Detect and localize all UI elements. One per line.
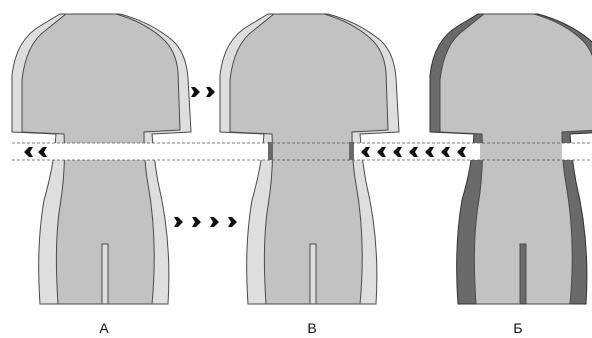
- label-a: А: [99, 320, 109, 336]
- arrow-right-icon: [206, 87, 215, 97]
- figure-v-waist-right: [349, 143, 354, 160]
- arrow-right-icon: [228, 217, 237, 227]
- figure-v-waist-left: [268, 143, 273, 160]
- arrow-right-icon: [210, 217, 219, 227]
- label-b: Б: [513, 320, 522, 336]
- arrow-right-icon: [174, 217, 183, 227]
- arrow-right-icon: [191, 87, 200, 97]
- label-v: В: [307, 320, 316, 336]
- figure-b-waist-body: [480, 143, 562, 160]
- figure-v-waist-body: [272, 143, 350, 160]
- arrow-right-icon: [192, 217, 201, 227]
